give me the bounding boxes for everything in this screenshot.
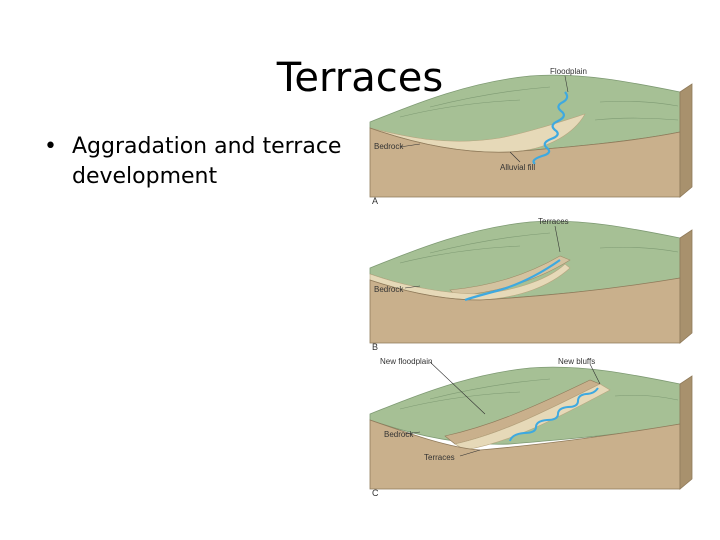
panel-c-river (509, 387, 599, 442)
panel-b-bedrock-side (679, 229, 693, 344)
panel-b-river (464, 259, 561, 302)
terrace-diagram: Floodplain Bedrock Alluvial fill A Terra… (360, 62, 700, 502)
panel-c-label-terraces: Terraces (424, 453, 455, 462)
panel-c-letter: C (372, 488, 379, 498)
panel-a-bedrock-front (369, 127, 681, 198)
panel-a-bedrock-side (679, 83, 693, 198)
panel-c: New floodplain New bluffs Bedrock Terrac… (369, 357, 693, 498)
bullet-list: • Aggradation and terrace development (44, 132, 354, 192)
panel-b-label-terraces: Terraces (538, 217, 569, 226)
panel-b-ridges (399, 232, 679, 264)
panel-b-label-bedrock: Bedrock (374, 285, 404, 294)
panel-c-label-new-floodplain: New floodplain (380, 357, 432, 366)
panel-a-label-fill: Alluvial fill (500, 163, 535, 172)
panel-a-label-bedrock: Bedrock (374, 142, 404, 151)
terrace-diagram-svg: Floodplain Bedrock Alluvial fill A Terra… (369, 67, 693, 498)
slide-title: Terraces (276, 54, 444, 101)
bullet-item: • Aggradation and terrace development (44, 132, 354, 192)
panel-a-river (532, 91, 569, 165)
panel-b-letter: B (372, 342, 378, 352)
panel-a-letter: A (372, 196, 378, 206)
bullet-dot-icon: • (44, 134, 57, 159)
panel-a-ridges (399, 86, 679, 121)
panel-c-new-floodplain (454, 383, 611, 451)
panel-b: Terraces Bedrock B (369, 217, 693, 352)
panel-a: Floodplain Bedrock Alluvial fill A (369, 67, 693, 206)
panel-c-bedrock-front (369, 419, 681, 490)
panel-b-terrace-strip (449, 255, 571, 297)
panel-c-ridges (399, 378, 679, 410)
panel-c-bedrock-side (679, 375, 693, 490)
panel-a-label-floodplain: Floodplain (550, 67, 587, 76)
panel-c-label-new-bluffs: New bluffs (558, 357, 595, 366)
bullet-text: Aggradation and terrace development (72, 134, 342, 189)
panel-c-label-bedrock: Bedrock (384, 430, 414, 439)
panel-b-bedrock-front (369, 277, 681, 344)
